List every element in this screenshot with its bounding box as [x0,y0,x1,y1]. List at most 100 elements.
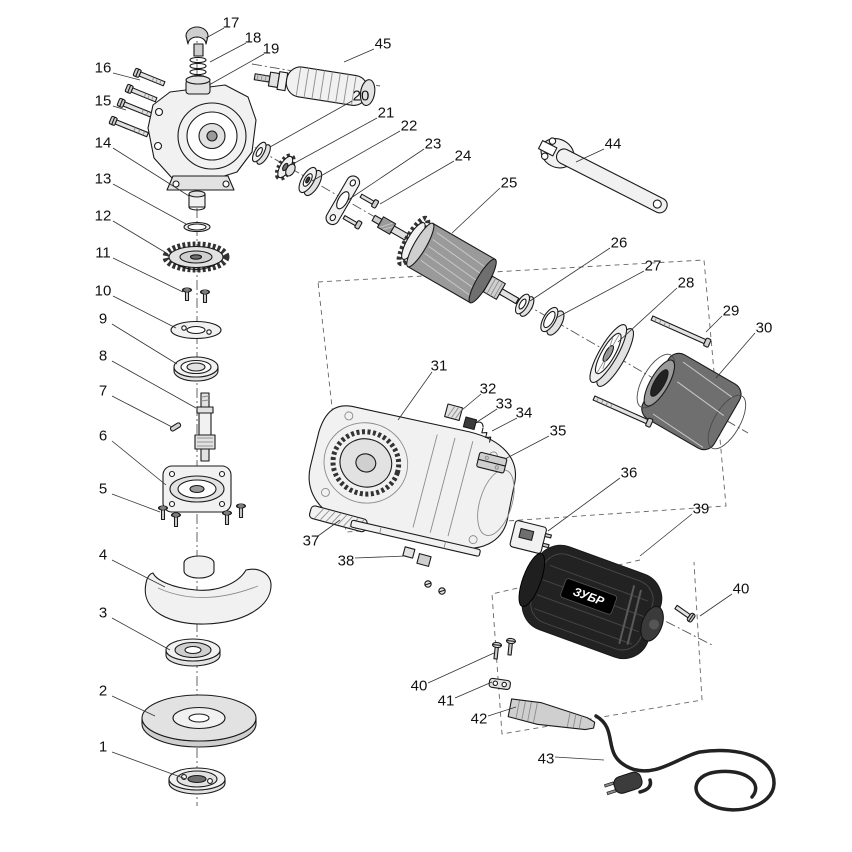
callout-number: 27 [645,258,662,275]
leader-line [451,187,501,234]
leader-line [705,315,723,333]
callout-number: 41 [438,693,455,710]
callout-6: 6 [99,428,167,486]
part-32-brush-holder [444,403,464,421]
callout-number: 36 [621,465,638,482]
callout-number: 4 [99,547,107,564]
part-13-washer [183,221,211,233]
leader-line [111,559,166,588]
part-15-screws [108,97,157,138]
part-31-housing [308,405,517,549]
part-23-bearing-plate [325,175,361,226]
callout-number: 45 [375,36,392,53]
part-6-gear-cover [162,465,232,513]
part-17-lock-button [185,26,209,57]
part-38-small-parts [402,546,446,595]
leader-line [111,493,161,513]
callout-number: 39 [693,501,710,518]
callout-2: 2 [99,683,156,717]
leader-line [617,287,678,343]
leader-line [354,555,407,559]
part-20-lock-nut [251,141,271,165]
part-14-sleeve [188,190,206,211]
callout-34: 34 [491,405,532,432]
callout-number: 11 [95,245,111,262]
callout-35: 35 [504,423,567,460]
callout-number: 44 [605,136,622,153]
leader-line [112,183,187,225]
leader-line [111,751,187,780]
callout-number: 6 [99,428,107,445]
callout-36: 36 [547,465,638,532]
callout-9: 9 [99,311,178,365]
callout-number: 3 [99,605,107,622]
callout-number: 31 [431,358,448,375]
part-28-air-baffle [589,324,634,387]
callout-37: 37 [303,519,341,550]
callout-23: 23 [347,136,442,201]
part-34-brush-spring [481,427,492,443]
leader-line [269,100,353,148]
part-21-pinion-gear [274,153,296,181]
part-11-screws [181,287,211,304]
callout-22: 22 [311,118,417,182]
callout-number: 38 [338,553,355,570]
part-40-screw-right [674,604,696,623]
leader-line [454,681,493,699]
leader-line [504,435,550,460]
leader-line [547,477,621,532]
leader-line [461,393,482,411]
leader-line [111,695,156,717]
leader-line [112,295,177,329]
callout-26: 26 [529,235,627,302]
callout-number: 33 [496,396,513,413]
callout-number: 40 [411,678,428,695]
callout-number: 29 [723,303,740,320]
callout-21: 21 [290,105,395,166]
callout-3: 3 [99,605,171,651]
part-42-cord-guard [507,698,596,731]
part-44-wrench [537,137,668,214]
callout-number: 35 [550,423,567,440]
leader-line [555,270,645,319]
part-25-armature [371,214,526,308]
callout-18: 18 [209,30,262,63]
leader-line [112,147,190,197]
callout-41: 41 [438,681,493,710]
callout-14: 14 [95,135,190,197]
callout-number: 43 [538,751,555,768]
callout-number: 18 [245,30,262,47]
callout-17: 17 [205,15,239,39]
leader-line [290,117,378,166]
part-40-screws-lower [491,637,517,660]
part-24-screws [342,193,380,230]
callout-number: 14 [95,135,112,152]
callout-12: 12 [95,208,169,255]
part-35-terminal-block [476,451,508,474]
part-33-carbon-brush [462,416,484,431]
leader-line [379,160,455,205]
callout-1: 1 [99,739,187,780]
part-2-grinding-disc [141,694,257,748]
part-8-spindle [194,392,216,462]
callout-4: 4 [99,547,166,588]
leader-line [112,257,184,293]
callout-10: 10 [95,283,177,329]
callout-number: 15 [95,93,112,110]
part-36-switch [509,520,552,554]
callout-number: 23 [425,136,442,153]
callout-number: 32 [480,381,497,398]
part-12-bevel-gear [162,241,230,273]
leader-line [112,105,127,111]
callout-45: 45 [343,36,392,63]
leader-line [112,72,141,81]
callout-24: 24 [379,148,471,205]
gear-housing [147,75,257,191]
part-10-plate [170,320,222,340]
leader-line [347,148,425,201]
callout-8: 8 [99,348,197,409]
callout-39: 39 [639,501,710,557]
part-29-stator-bolts [592,315,712,428]
callout-number: 21 [378,105,395,122]
callout-number: 10 [95,283,112,300]
